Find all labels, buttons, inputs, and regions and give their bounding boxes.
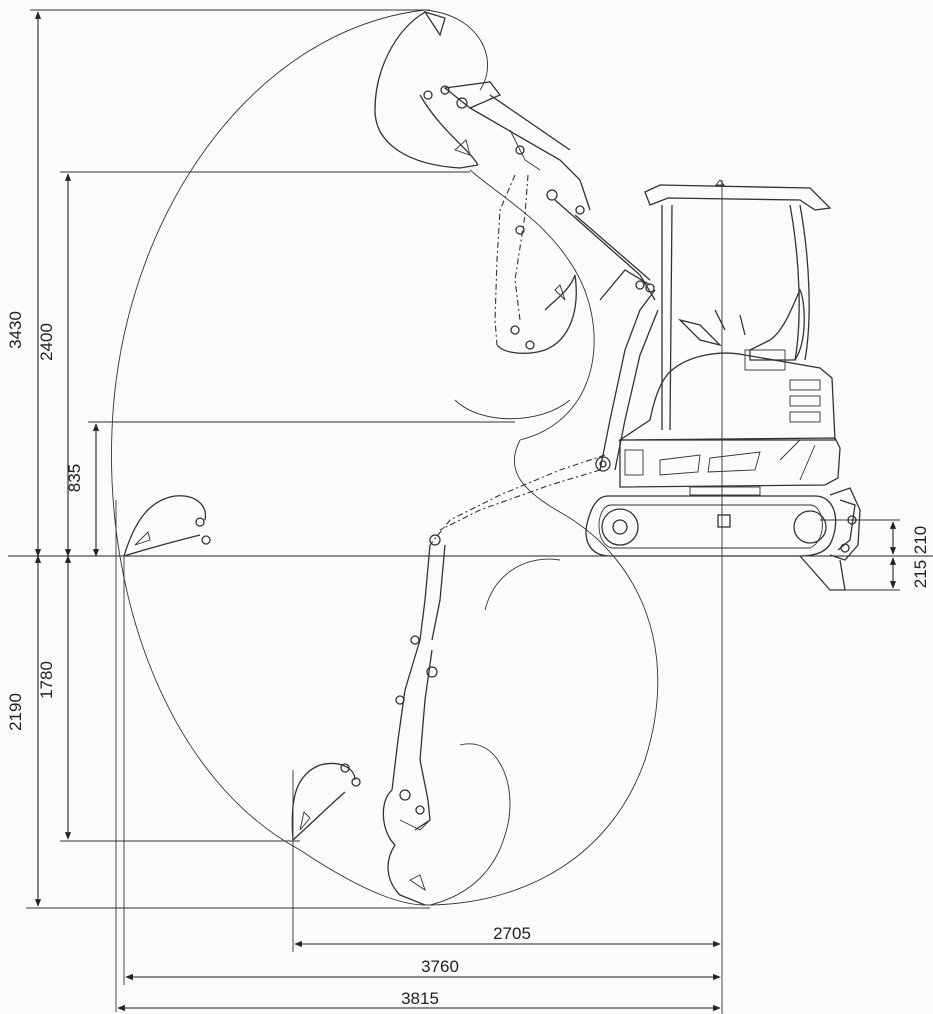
envelope-upper-loop	[469, 169, 595, 441]
main-boom	[595, 269, 659, 472]
dim-max-dump-height: 2400	[37, 323, 56, 361]
dim-vertical-wall-height: 835	[65, 464, 84, 492]
dim-blade-drop: 215	[911, 560, 930, 588]
envelope-bucket-curl	[424, 9, 489, 91]
dim-max-reach-ground: 3760	[421, 957, 459, 976]
seat	[749, 288, 805, 361]
bucket-ground-reach	[123, 495, 211, 557]
dim-vertical-digging-depth: 1780	[37, 661, 56, 699]
boom-arm-upper	[443, 81, 656, 301]
dim-max-reach: 3815	[401, 989, 439, 1008]
upper-housing	[617, 352, 836, 441]
boom-arm-middle	[494, 174, 577, 354]
bucket-depth-reach	[291, 762, 361, 841]
envelope-deep-arc	[429, 743, 511, 906]
dim-max-digging-depth: 2190	[6, 693, 25, 731]
working-range-envelope	[111, 9, 426, 906]
excavator-machine	[585, 179, 861, 591]
envelope-lower-inner	[484, 558, 561, 611]
envelope-inner-arc	[454, 399, 571, 420]
boom-arm-lower	[382, 454, 606, 906]
canopy	[644, 184, 832, 211]
envelope-lower-loop	[424, 439, 659, 906]
dozer-blade	[829, 487, 861, 561]
dim-min-swing-radius-reach: 2705	[493, 924, 531, 943]
dim-blade-lift: 210	[911, 526, 930, 554]
dim-max-reach-height: 3430	[6, 311, 25, 349]
bucket-top	[374, 10, 479, 169]
counterweight-red	[619, 437, 841, 488]
